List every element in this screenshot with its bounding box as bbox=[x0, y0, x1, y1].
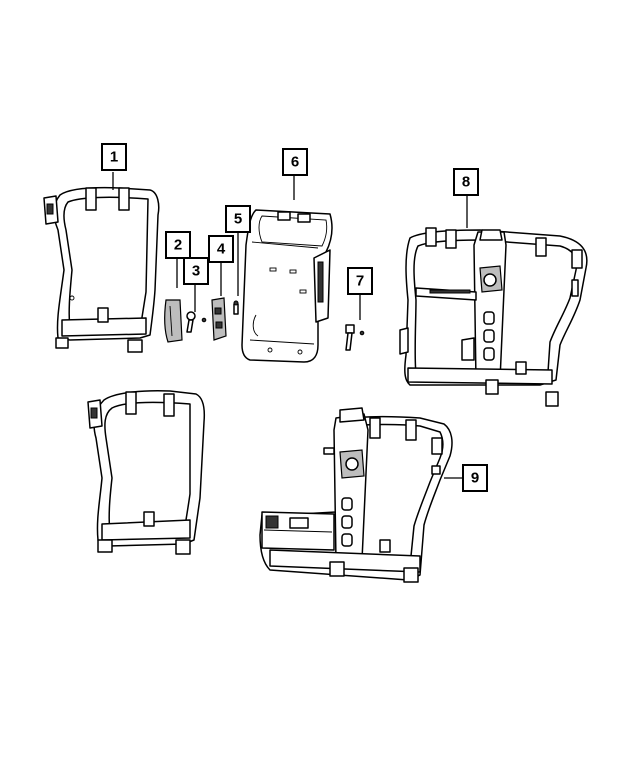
part-5-screw bbox=[233, 300, 239, 315]
callout-4: 4 bbox=[208, 235, 234, 263]
leader-lines bbox=[112, 172, 468, 479]
callout-3: 3 bbox=[183, 257, 209, 285]
callout-4-label: 4 bbox=[217, 241, 226, 258]
callout-9: 9 bbox=[462, 464, 488, 492]
callout-8: 8 bbox=[453, 168, 479, 196]
callout-2-label: 2 bbox=[174, 237, 182, 254]
callout-9-label: 9 bbox=[471, 470, 479, 487]
part-8-seat-back-frame bbox=[399, 227, 588, 407]
callout-3-label: 3 bbox=[192, 263, 200, 280]
part-7-pin bbox=[345, 324, 365, 351]
callout-8-label: 8 bbox=[462, 174, 470, 191]
callout-7: 7 bbox=[347, 267, 373, 295]
part-4-latch-bracket bbox=[211, 297, 227, 341]
part-2-hinge-cover bbox=[164, 299, 183, 343]
part-3-bolt bbox=[186, 311, 207, 333]
callout-7-label: 7 bbox=[356, 273, 364, 290]
part-1-seat-back-frame bbox=[43, 186, 160, 353]
callout-1-label: 1 bbox=[110, 149, 118, 166]
callout-5-label: 5 bbox=[234, 211, 242, 228]
callout-1: 1 bbox=[101, 143, 127, 171]
callout-5: 5 bbox=[225, 205, 251, 233]
callout-2: 2 bbox=[165, 231, 191, 259]
callout-6-label: 6 bbox=[291, 154, 299, 171]
unlabeled-seat-back-frame bbox=[87, 390, 206, 555]
callout-6: 6 bbox=[282, 148, 308, 176]
part-9-seat-back-frame bbox=[259, 407, 453, 583]
part-6-seat-back-panel bbox=[241, 209, 333, 363]
